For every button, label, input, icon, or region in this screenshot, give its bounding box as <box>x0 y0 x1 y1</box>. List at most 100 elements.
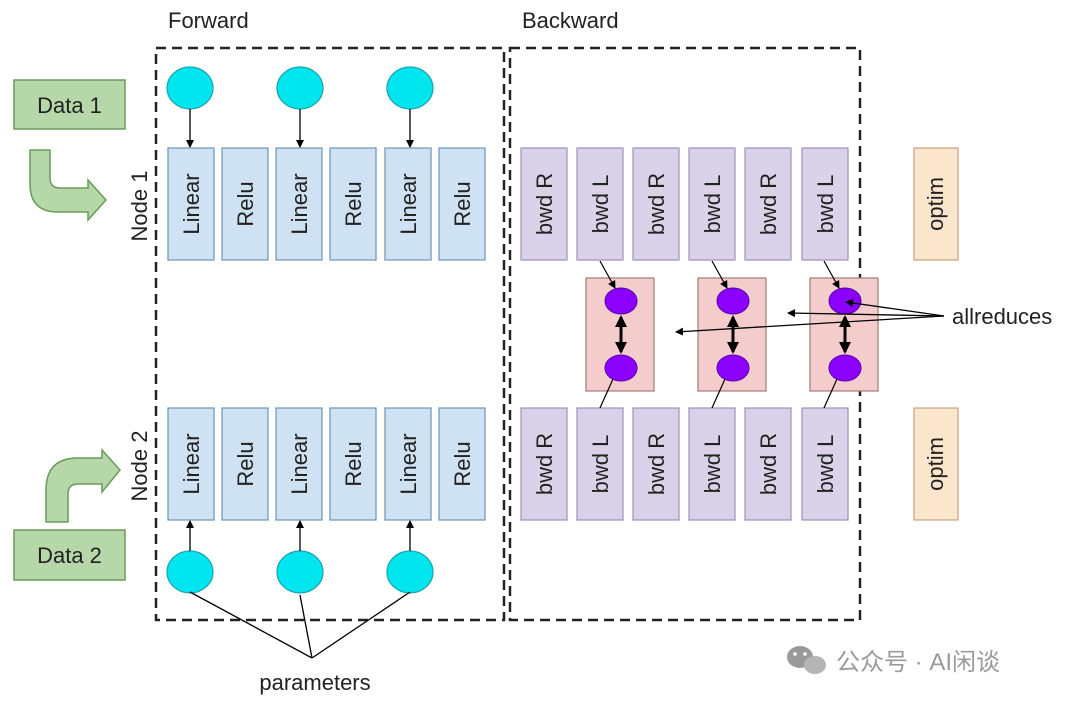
watermark: 公众号 · AI闲谈 <box>787 646 1000 676</box>
allreduces-label: allreduces <box>952 304 1052 329</box>
allreduce-bottom-circle-2 <box>716 354 750 382</box>
backward-node1-layer-4: bwd L <box>688 147 736 261</box>
forward-node2-layer-5: Linear <box>384 407 432 521</box>
forward-title: Forward <box>168 8 249 33</box>
forward-node1-layer-3-label: Linear <box>287 173 312 234</box>
gradient-arrow-in-2 <box>711 260 728 289</box>
forward-node1-layer-2: Relu <box>221 147 269 261</box>
parameter-circle-node2-3 <box>386 550 434 594</box>
forward-node2-layer-2-label: Relu <box>233 441 258 486</box>
backward-node2-layer-4-label: bwd L <box>700 435 725 494</box>
backward-node1-layer-2-label: bwd L <box>588 175 613 234</box>
watermark-text: 公众号 · AI闲谈 <box>836 649 1000 676</box>
forward-node2-layer-3: Linear <box>275 407 323 521</box>
backward-node1-layer-2: bwd L <box>576 147 624 261</box>
allreduce-bottom-circle-1 <box>604 354 638 382</box>
data-1-flow-arrow <box>29 149 108 222</box>
allreduce-group-3 <box>809 260 879 409</box>
backward-node2-layer-1-label: bwd R <box>532 433 557 495</box>
node-2-label: Node 2 <box>127 431 152 502</box>
data-2-box: Data 2 <box>13 529 126 581</box>
optim-node-2-label: optim <box>923 437 948 491</box>
optim-node-1: optim <box>913 147 959 261</box>
allreduce-group-1 <box>585 260 655 409</box>
data-1-box: Data 1 <box>13 79 126 130</box>
forward-node2-layer-2: Relu <box>221 407 269 521</box>
backward-title: Backward <box>522 8 619 33</box>
gradient-arrow-in-1 <box>599 260 616 289</box>
optim-node-1-label: optim <box>923 177 948 231</box>
optim-node-2: optim <box>913 407 959 521</box>
backward-node2-layer-6: bwd L <box>801 407 849 521</box>
parameter-circle-node1-3 <box>386 66 434 110</box>
data-1-label: Data 1 <box>37 93 102 118</box>
forward-node2-layer-3-label: Linear <box>287 433 312 494</box>
forward-node1-layer-4: Relu <box>329 147 377 261</box>
allreduce-top-circle-3 <box>828 287 862 315</box>
parameter-circle-node1-2 <box>276 66 324 110</box>
forward-node2-layer-6: Relu <box>438 407 486 521</box>
data-2-flow-arrow <box>45 448 121 523</box>
parameters-label: parameters <box>259 670 370 695</box>
parameter-circles <box>166 66 434 594</box>
forward-node2-layer-4-label: Relu <box>341 441 366 486</box>
allreduce-top-circle-2 <box>716 287 750 315</box>
backward-node2-layer-3: bwd R <box>632 407 680 521</box>
backward-node1-layer-1-label: bwd R <box>532 173 557 235</box>
forward-node1-layer-5-label: Linear <box>396 173 421 234</box>
backward-node1-layer-5-label: bwd R <box>756 173 781 235</box>
data-2-label: Data 2 <box>37 543 102 568</box>
backward-node2-layer-3-label: bwd R <box>644 433 669 495</box>
allreduce-bottom-circle-3 <box>828 354 862 382</box>
forward-node1-layer-2-label: Relu <box>233 181 258 226</box>
parameters-pointer-3 <box>311 591 411 659</box>
allreduce-top-circle-1 <box>604 287 638 315</box>
gradient-line-out-3 <box>823 378 838 409</box>
allreduces-pointer-1 <box>675 315 945 336</box>
wechat-icon <box>787 646 826 674</box>
backward-node2-layer-1: bwd R <box>520 407 568 521</box>
forward-node1-layer-3: Linear <box>275 147 323 261</box>
forward-node1-layer-5: Linear <box>384 147 432 261</box>
forward-node2-layer-4: Relu <box>329 407 377 521</box>
parameters-pointer-1 <box>189 591 313 659</box>
forward-node1-layer-1: Linear <box>167 147 215 261</box>
parameters-pointer-2 <box>299 594 313 659</box>
forward-node2-layer-1-label: Linear <box>179 433 204 494</box>
forward-node2-layer-1: Linear <box>167 407 215 521</box>
backward-node1-layer-6-label: bwd L <box>813 175 838 234</box>
backward-frame <box>508 46 862 622</box>
backward-node2-layer-2: bwd L <box>576 407 624 521</box>
node-1-label: Node 1 <box>127 171 152 242</box>
backward-node1-layer-4-label: bwd L <box>700 175 725 234</box>
backward-node2-layer-6-label: bwd L <box>813 435 838 494</box>
forward-node1-layer-6-label: Relu <box>450 181 475 226</box>
forward-node1-layer-1-label: Linear <box>179 173 204 234</box>
backward-node2-layer-5: bwd R <box>744 407 792 521</box>
parameter-circle-node2-1 <box>166 550 214 594</box>
forward-node2-layer-6-label: Relu <box>450 441 475 486</box>
forward-node1-layer-4-label: Relu <box>341 181 366 226</box>
parameter-circle-node1-1 <box>166 66 214 110</box>
backward-node1-layer-1: bwd R <box>520 147 568 261</box>
parameter-circle-node2-2 <box>276 550 324 594</box>
allreduce-groups <box>585 260 879 409</box>
backward-node1-layer-3-label: bwd R <box>644 173 669 235</box>
backward-node1-layer-6: bwd L <box>801 147 849 261</box>
allreduces-pointer-2 <box>787 309 945 318</box>
backward-layers: bwd R bwd L bwd R bwd L bwd R bwd L bwd R bwd L… <box>520 147 849 521</box>
forward-frame <box>154 46 506 622</box>
forward-node1-layer-6: Relu <box>438 147 486 261</box>
backward-node1-layer-5: bwd R <box>744 147 792 261</box>
backward-node2-layer-5-label: bwd R <box>756 433 781 495</box>
forward-node2-layer-5-label: Linear <box>396 433 421 494</box>
gradient-arrow-in-3 <box>823 260 840 289</box>
backward-node2-layer-4: bwd L <box>688 407 736 521</box>
gradient-line-out-2 <box>711 378 726 409</box>
backward-node2-layer-2-label: bwd L <box>588 435 613 494</box>
backward-node1-layer-3: bwd R <box>632 147 680 261</box>
allreduces-pointer-3 <box>845 299 945 317</box>
allreduce-group-2 <box>697 260 767 409</box>
